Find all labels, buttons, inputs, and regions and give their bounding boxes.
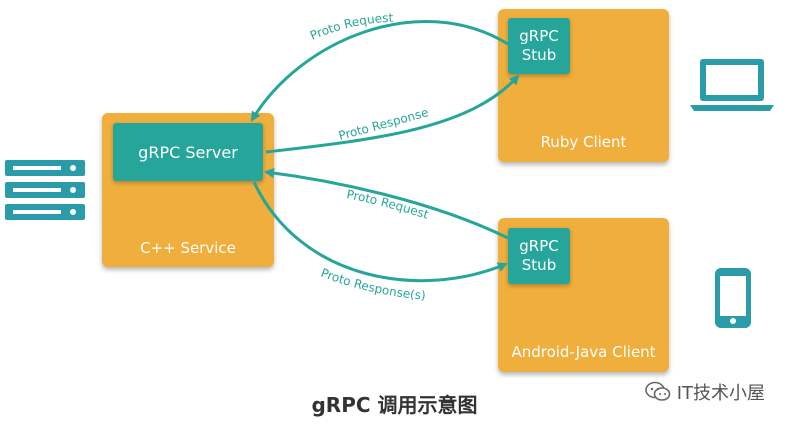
android-response-label: Proto Response(s) (319, 266, 426, 303)
ruby-stub-line2: Stub (521, 46, 557, 64)
android-stub-line2: Stub (521, 256, 557, 274)
ruby-response-arrow (265, 74, 520, 154)
android-stub-line1: gRPC (519, 237, 559, 255)
wechat-icon (644, 381, 670, 401)
phone-icon (715, 268, 751, 328)
ruby-stub-line1: gRPC (519, 27, 559, 45)
grpc-server-box: gRPC Server (113, 123, 263, 181)
server-rack-icon (5, 160, 85, 220)
ruby-client-label: Ruby Client (540, 133, 627, 151)
android-client-label: Android-Java Client (511, 343, 656, 361)
diagram-caption: gRPC 调用示意图 (311, 393, 478, 417)
ruby-stub-box: gRPC Stub (508, 18, 570, 74)
watermark-text: IT技术小屋 (676, 383, 765, 404)
android-request-arrow (264, 168, 509, 240)
cpp-service-box: gRPC Server C++ Service (102, 113, 274, 267)
android-request-label: Proto Request (345, 187, 430, 222)
android-client-box: gRPC Stub Android-Java Client (498, 218, 669, 372)
watermark: IT技术小屋 (644, 379, 765, 405)
ruby-request-arrow (250, 20, 509, 122)
android-response-arrow (252, 181, 508, 283)
grpc-server-label: gRPC Server (138, 142, 238, 162)
android-stub-box: gRPC Stub (508, 228, 570, 284)
ruby-client-box: gRPC Stub Ruby Client (498, 9, 669, 162)
laptop-icon (690, 59, 774, 111)
cpp-service-label: C++ Service (140, 239, 236, 257)
